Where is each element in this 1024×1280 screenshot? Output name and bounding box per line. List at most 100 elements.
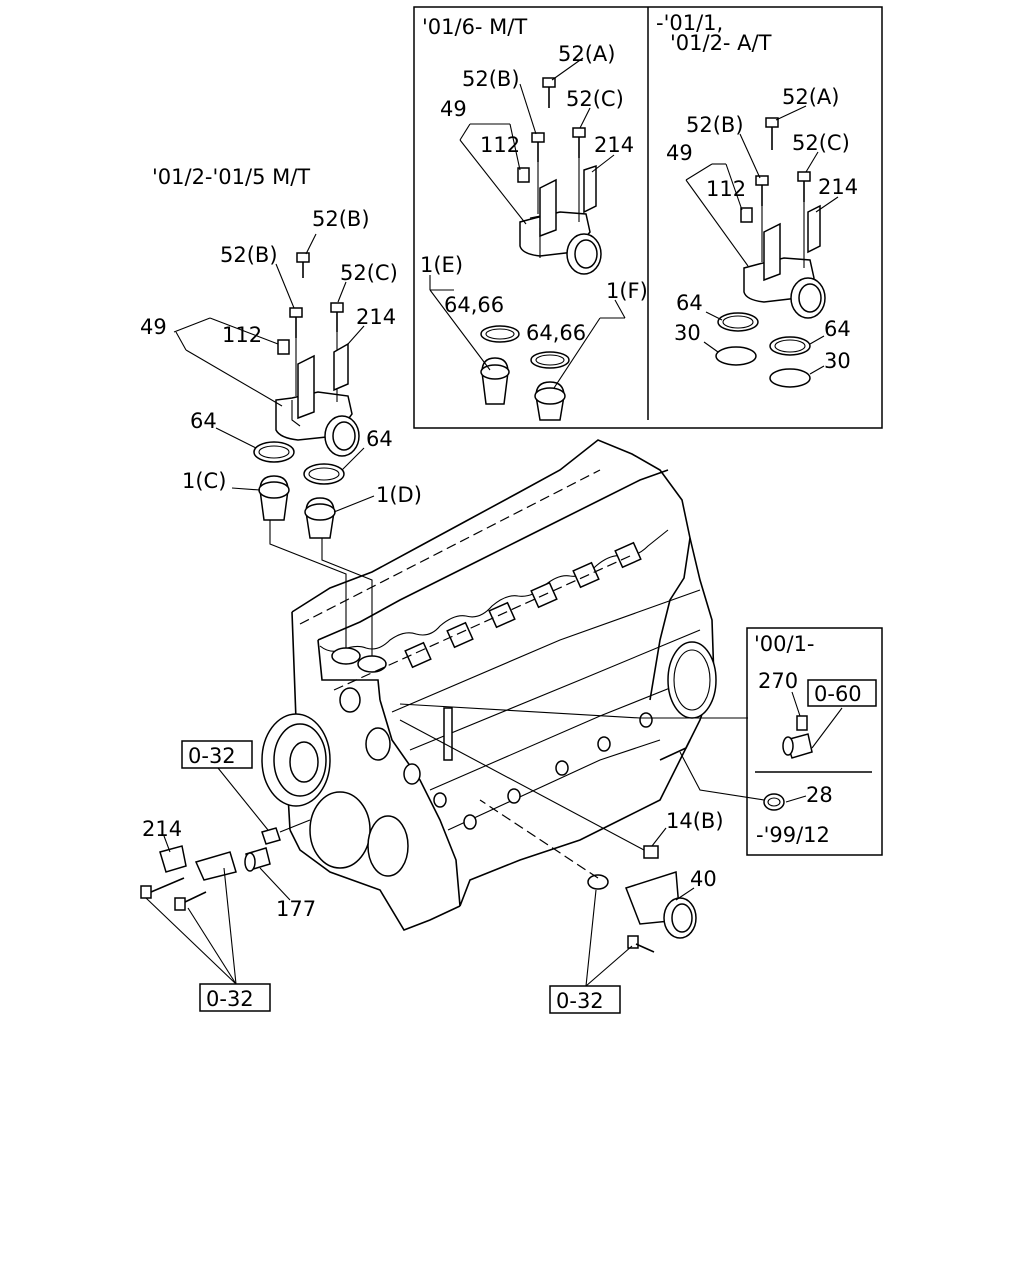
label-left-64-a: 64	[190, 409, 217, 433]
plug-28	[763, 793, 785, 811]
label-mt-52a: 52(A)	[558, 42, 615, 66]
label-mt-1e: 1(E)	[420, 253, 463, 277]
gasket-small	[261, 827, 281, 845]
mt-thermostat-1f	[534, 381, 566, 421]
at-leaders	[685, 105, 839, 375]
leader-28	[785, 795, 807, 803]
label-left-49: 49	[140, 315, 167, 339]
label-mt-214: 214	[594, 133, 634, 157]
left-nut-112	[277, 339, 290, 355]
inset-title-at-line2: '01/2- A/T	[670, 31, 772, 55]
ref-032-left-bottom: 0-32	[206, 987, 254, 1011]
label-at-112: 112	[706, 177, 746, 201]
mt-gasket-a	[480, 325, 520, 343]
section-label-left: '01/2-'01/5 M/T	[152, 165, 310, 189]
label-at-64-a: 64	[676, 291, 703, 315]
inset-title-at-line1: -'01/1,	[656, 11, 723, 35]
label-at-64-b: 64	[824, 317, 851, 341]
mt-bracket-214	[583, 164, 597, 214]
ref-060: 0-60	[814, 682, 862, 706]
mt-gasket-b	[530, 351, 570, 369]
leader-270	[791, 691, 801, 717]
at-thermostat-housing	[743, 257, 826, 319]
label-mt-49: 49	[440, 97, 467, 121]
at-gasket-64-b	[769, 336, 811, 356]
mt-leaders	[429, 57, 626, 389]
label-left-214: 214	[356, 305, 396, 329]
label-214-bottom: 214	[142, 817, 182, 841]
ref-032-right-bottom: 0-32	[556, 989, 604, 1013]
leaders-032-right-bottom	[585, 889, 633, 987]
label-at-30-b: 30	[824, 349, 851, 373]
at-nut-112	[740, 207, 753, 223]
water-inlet-40	[587, 870, 697, 953]
left-plate	[297, 354, 315, 420]
left-leaders	[173, 233, 375, 660]
bottom-bolts	[140, 877, 207, 911]
at-bolt-52a	[765, 117, 779, 150]
ref-box-032-left-bottom	[199, 983, 271, 1012]
bottom-bracket-214	[159, 845, 237, 881]
label-at-214: 214	[818, 175, 858, 199]
at-gasket-64-a	[717, 312, 759, 332]
left-thermostat-1d	[304, 497, 336, 539]
leader-28-to-block	[679, 751, 765, 801]
mt-bolt-52c	[572, 127, 586, 222]
leaders-032-left-bottom	[145, 867, 237, 985]
leader-40	[675, 887, 695, 901]
plug-14b	[643, 845, 659, 859]
leader-14b-to-block	[399, 719, 645, 851]
label-at-49: 49	[666, 141, 693, 165]
leader-060	[811, 707, 843, 749]
inset-year-footer: -'99/12	[756, 823, 830, 847]
left-gasket-64-a	[253, 441, 295, 463]
left-gasket-64-b	[303, 463, 345, 485]
at-bolt-52c	[797, 171, 811, 268]
sensor-177	[244, 847, 271, 872]
label-mt-1f: 1(F)	[606, 279, 648, 303]
ref-box-032-left-top	[181, 740, 253, 769]
at-bolt-52b	[755, 175, 769, 262]
left-bolt-52b-top	[296, 252, 310, 278]
leader-40-to-block	[479, 799, 599, 879]
label-270: 270	[758, 669, 798, 693]
label-left-52b: 52(B)	[220, 243, 278, 267]
label-mt-6466-a: 64,66	[444, 293, 504, 317]
label-at-52a: 52(A)	[782, 85, 839, 109]
at-bracket-214	[807, 204, 821, 254]
inset-year-title: '00/1-	[754, 632, 815, 656]
leader-032-left-top	[217, 767, 269, 831]
leader-year-to-block	[399, 703, 748, 719]
left-bracket-214	[333, 342, 349, 392]
label-mt-52b: 52(B)	[462, 67, 520, 91]
left-thermostat-housing	[275, 391, 360, 457]
at-plate	[763, 222, 781, 282]
label-at-30-a: 30	[674, 321, 701, 345]
label-mt-112: 112	[480, 133, 520, 157]
label-left-1c: 1(C)	[182, 469, 226, 493]
mt-thermostat-1e	[480, 357, 510, 405]
label-at-52b: 52(B)	[686, 113, 744, 137]
at-oring-30-a	[715, 346, 757, 366]
leader-14b	[651, 827, 667, 847]
at-oring-30-b	[769, 368, 811, 388]
label-mt-52c: 52(C)	[566, 87, 624, 111]
label-177: 177	[276, 897, 316, 921]
leader-gasket-to-block	[279, 819, 311, 833]
leader-177	[259, 867, 291, 901]
mt-thermostat-housing	[519, 211, 602, 275]
label-mt-6466-b: 64,66	[526, 321, 586, 345]
leader-214-bottom	[163, 835, 171, 853]
label-14b: 14(B)	[666, 809, 724, 833]
engine-block	[261, 439, 717, 931]
label-at-52c: 52(C)	[792, 131, 850, 155]
ref-032-left-top: 0-32	[188, 744, 236, 768]
label-left-1d: 1(D)	[376, 483, 422, 507]
mt-nut-112	[517, 167, 530, 183]
label-left-112: 112	[222, 323, 262, 347]
left-thermostat-1c	[258, 475, 290, 521]
inset-year-box	[746, 627, 883, 856]
label-left-64-b: 64	[366, 427, 393, 451]
inset-title-mt: '01/6- M/T	[422, 15, 527, 39]
